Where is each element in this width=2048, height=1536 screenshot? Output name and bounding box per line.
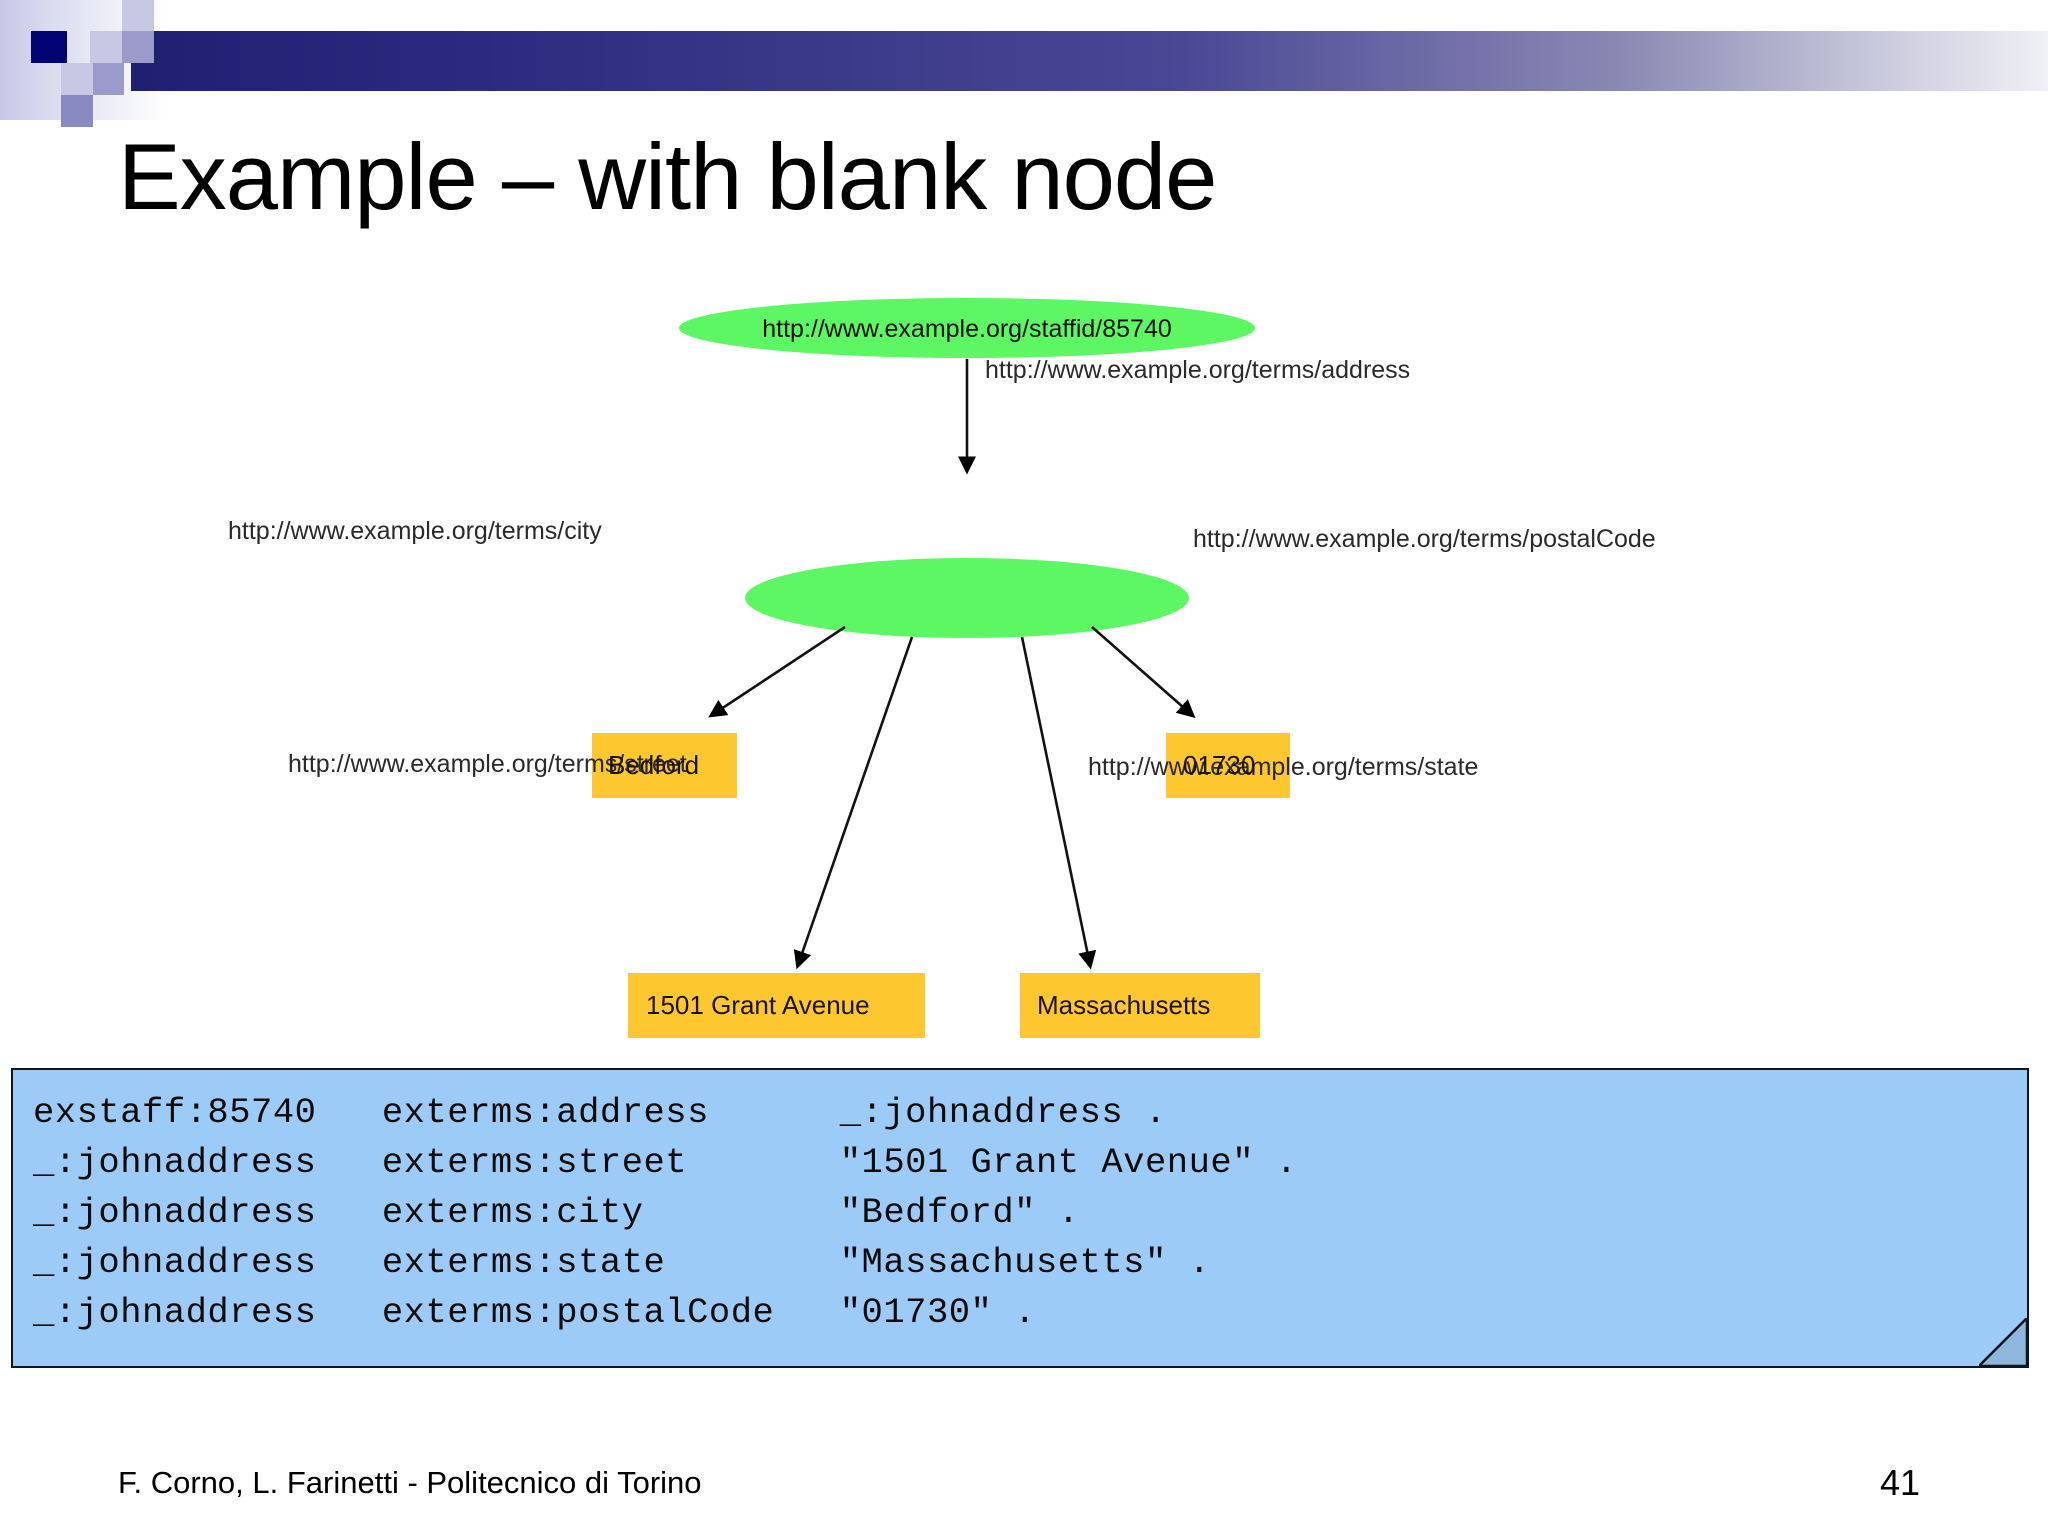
literal-label-postalcode: 01730 [1183,750,1255,780]
footer-authors: F. Corno, L. Farinetti - Politecnico di … [118,1465,702,1500]
blank-node-ellipse [745,558,1189,638]
deco-square-navy [31,31,67,63]
deco-square-mid-3 [61,95,93,127]
page-title: Example – with blank node [118,124,1217,229]
literal-label-state: Massachusetts [1037,990,1210,1020]
page-fold-corner-icon [1979,1318,2027,1366]
literal-box-postalcode [1166,733,1290,798]
deco-square-light-1 [90,31,122,63]
edge-city [708,625,846,718]
edge-postalcode [1091,626,1196,719]
edge-label-postalcode: http://www.example.org/terms/postalCode [1193,525,1656,553]
footer-page-number: 41 [1880,1462,1921,1503]
header-decoration [0,0,2048,127]
edge-label-address: http://www.example.org/terms/address [985,356,1410,384]
deco-square-mid-1 [122,31,154,63]
literal-label-city: Bedford [608,750,699,780]
edge-label-state: http://www.example.org/terms/state [1088,753,1478,781]
edge-street [793,636,914,970]
deco-square-mid-2 [93,63,124,95]
ntriples-code-text: exstaff:85740 exterms:address _:johnaddr… [33,1092,1298,1333]
subject-node-label: http://www.example.org/staffid/85740 [762,315,1172,343]
header-gradient-bar [131,31,2048,91]
deco-square-light-2 [61,63,93,95]
deco-square-light-top [122,0,154,31]
literal-box-street [628,973,925,1038]
ntriples-code-block: exstaff:85740 exterms:address _:johnaddr… [11,1068,2029,1368]
subject-node-ellipse [679,298,1255,358]
edge-label-city: http://www.example.org/terms/city [228,517,602,545]
literal-label-street: 1501 Grant Avenue [646,990,870,1020]
rdf-graph-diagram: http://www.example.org/staffid/85740 htt… [0,275,2048,1065]
literal-box-state [1020,973,1260,1038]
edge-label-street: http://www.example.org/terms/street [288,750,687,778]
edge-state [1020,636,1097,970]
literal-box-city [592,733,737,798]
